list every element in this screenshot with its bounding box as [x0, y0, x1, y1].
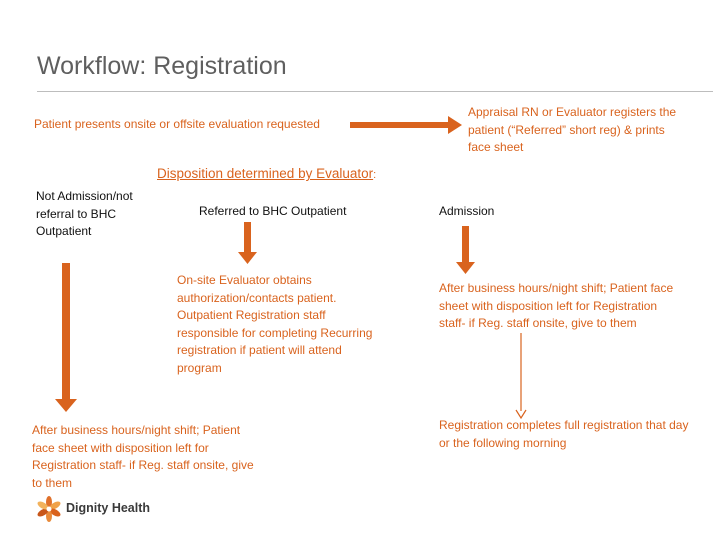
arrow-admission-down — [456, 226, 475, 274]
col3-body: After business hours/night shift; Patien… — [439, 281, 674, 330]
col2-heading: Referred to BHC Outpatient — [199, 204, 347, 218]
arrow-not-admission-down — [55, 263, 77, 412]
col1-heading: Not Admission/not referral to BHC Outpat… — [36, 189, 133, 238]
arrow-admission-thin — [515, 333, 527, 420]
start-text: Patient presents onsite or offsite evalu… — [34, 117, 320, 131]
disposition-heading: Disposition determined by Evaluator: — [157, 166, 376, 181]
arrow-start-to-appraisal — [350, 116, 462, 134]
col1-body: After business hours/night shift; Patien… — [32, 423, 254, 490]
disposition-heading-text: Disposition determined by Evaluator — [157, 166, 374, 181]
slide-title: Workflow: Registration — [37, 52, 287, 80]
appraisal-text: Appraisal RN or Evaluator registers the … — [468, 105, 677, 154]
logo-text: Dignity Health — [66, 501, 151, 515]
dignity-health-star-icon — [37, 496, 61, 522]
col3-final: Registration completes full registration… — [439, 418, 689, 450]
dignity-health-logo: Dignity Health — [36, 496, 166, 522]
title-divider — [37, 91, 713, 92]
arrow-referred-down — [238, 222, 257, 264]
col3-heading: Admission — [439, 204, 495, 218]
disposition-colon: : — [373, 169, 377, 181]
col2-body: On-site Evaluator obtains authorization/… — [177, 273, 373, 375]
